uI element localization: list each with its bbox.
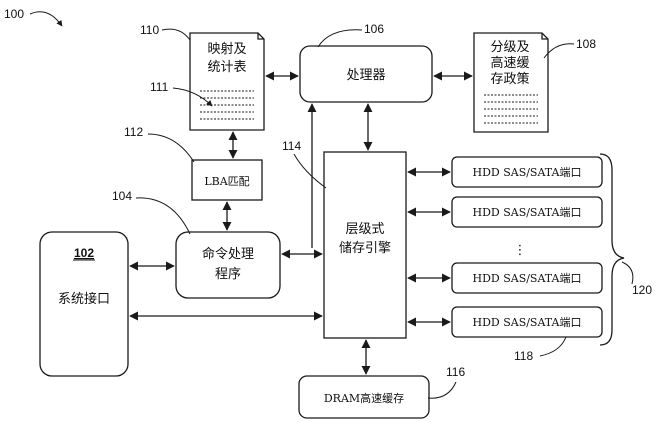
hdd-port-ref-leader <box>539 336 567 357</box>
command-handler-label-2: 程序 <box>215 267 241 282</box>
tiered-engine-box <box>323 151 407 339</box>
hdd-port-label: HDD SAS/SATA端口 <box>472 206 581 219</box>
dram-cache-ref-leader <box>427 381 457 399</box>
processor-ref: 106 <box>364 22 384 36</box>
lba-match-label: LBA匹配 <box>204 175 249 188</box>
hdd-port-label: HDD SAS/SATA端口 <box>472 316 581 329</box>
hdd-port-ellipsis: ⋮ <box>514 243 527 258</box>
tier-policy: 分级及 高速缓 存政策 <box>473 32 549 133</box>
figure-ref-label: 100 <box>4 7 24 21</box>
processor: 处理器 <box>299 45 433 103</box>
hdd-port-group-ref-leader <box>621 261 634 285</box>
stats-table-label-1: 映射及 <box>207 41 246 57</box>
tier-policy-ref-leader <box>543 43 575 59</box>
stats-table: 映射及 统计表 <box>189 32 265 131</box>
tier-policy-label-2: 高速缓 <box>490 55 529 71</box>
hdd-port-box <box>451 196 603 228</box>
hdd-port-box <box>451 306 603 338</box>
lba-match-ref-leader <box>147 133 195 163</box>
lba-match-ref: 112 <box>124 125 143 139</box>
command-handler: 命令处理 程序 <box>175 231 281 299</box>
hdd-port-label: HDD SAS/SATA端口 <box>472 166 581 179</box>
stats-table-ref-leader <box>161 28 191 41</box>
command-handler-box <box>175 231 281 299</box>
processor-label: 处理器 <box>346 68 385 83</box>
stats-table-fold <box>257 33 264 40</box>
system-interface-label: 系统接口 <box>58 291 110 307</box>
dram-cache: DRAM高速缓存 <box>298 375 430 419</box>
stats-table-ref: 110 <box>140 23 159 37</box>
command-handler-label-1: 命令处理 <box>202 246 254 262</box>
tier-policy-shape <box>473 32 549 133</box>
dram-cache-label: DRAM高速缓存 <box>324 391 404 405</box>
stats-table-label-2: 统计表 <box>207 60 246 75</box>
system-interface-ref: 102 <box>74 246 94 260</box>
hdd-port-box <box>451 262 603 294</box>
hdd-port-2: HDD SAS/SATA端口 <box>451 196 603 228</box>
tiered-engine: 层级式 储存引擎 <box>323 151 407 339</box>
stats-table-entry-arrow <box>172 87 213 107</box>
system-interface-box <box>39 231 129 377</box>
system-interface: 102 系统接口 <box>39 231 129 377</box>
hdd-port-3: HDD SAS/SATA端口 <box>451 262 603 294</box>
figure-ref: 100 <box>4 7 63 27</box>
lba-match: LBA匹配 <box>191 159 263 201</box>
hdd-port-group-ref: 120 <box>632 283 652 297</box>
hdd-port-label: HDD SAS/SATA端口 <box>472 272 581 285</box>
processor-box <box>299 45 433 103</box>
hdd-port-4: HDD SAS/SATA端口 <box>451 306 603 338</box>
tiered-engine-ref-leader <box>293 153 327 189</box>
dram-cache-box <box>298 375 430 419</box>
tier-policy-label-1: 分级及 <box>490 40 529 55</box>
lba-match-box <box>191 159 263 201</box>
tier-policy-label-3: 存政策 <box>490 71 529 87</box>
tiered-engine-ref: 114 <box>282 139 301 153</box>
dram-cache-ref: 116 <box>446 365 465 379</box>
tiered-engine-label-1: 层级式 <box>345 222 384 237</box>
stats-table-entry-ref: 111 <box>150 80 169 94</box>
command-handler-ref-leader <box>135 197 191 235</box>
processor-ref-leader <box>317 29 363 48</box>
tiered-engine-label-2: 储存引擎 <box>339 241 391 256</box>
hdd-port-group-bracket <box>599 153 625 346</box>
tier-policy-fold <box>541 33 548 40</box>
figure-ref-arrow <box>29 11 63 27</box>
hdd-port-box <box>451 156 603 188</box>
hdd-port-ref: 118 <box>514 349 533 363</box>
connectors <box>129 71 473 375</box>
tier-policy-ref: 108 <box>576 37 596 51</box>
hdd-port-1: HDD SAS/SATA端口 <box>451 156 603 188</box>
command-handler-ref: 104 <box>112 189 132 203</box>
